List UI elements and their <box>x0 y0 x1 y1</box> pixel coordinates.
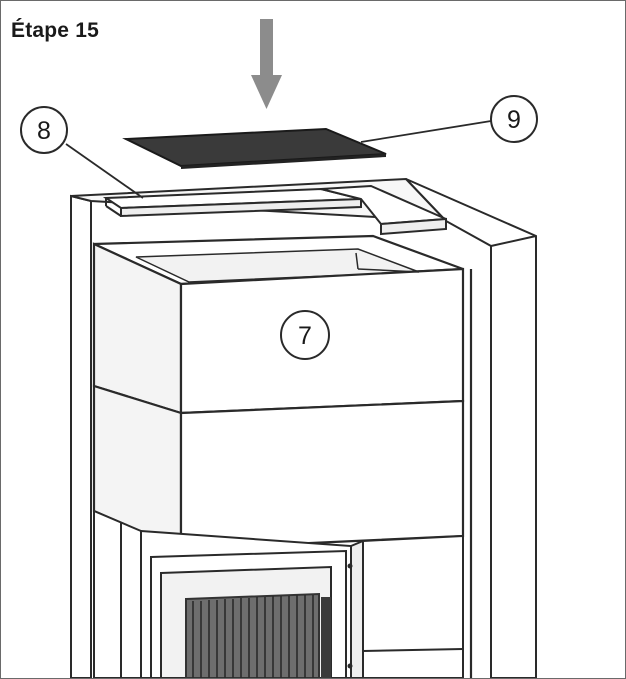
step-title: Étape 15 <box>11 19 99 42</box>
callout-8-label: 8 <box>37 117 51 145</box>
lower-module <box>92 269 473 678</box>
callout-9: 9 <box>360 95 538 143</box>
top-plate-part <box>122 127 387 169</box>
callout-7-label: 7 <box>298 322 312 350</box>
callout-8: 8 <box>20 106 144 199</box>
arrow-down-icon <box>251 19 282 109</box>
firebox-door <box>93 509 464 678</box>
callout-7: 7 <box>280 310 330 360</box>
frame-piece-part <box>102 184 447 236</box>
callout-9-label: 9 <box>507 106 521 134</box>
upper-module-part <box>92 234 465 415</box>
